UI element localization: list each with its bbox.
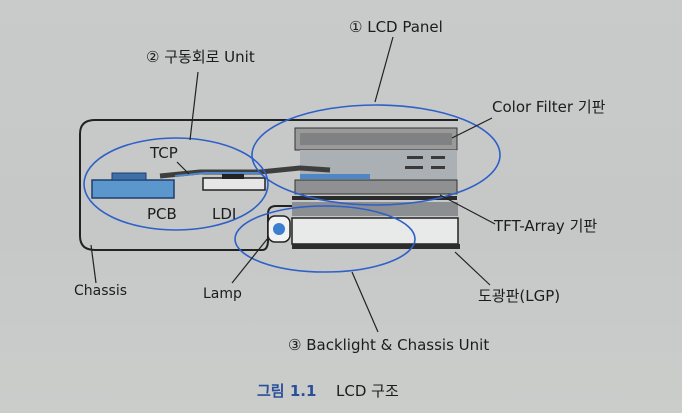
optical-sheets bbox=[292, 202, 458, 216]
lamp-tube bbox=[273, 223, 285, 235]
pcb-board bbox=[91, 179, 175, 199]
leader-drive-unit bbox=[189, 71, 199, 141]
label-pcb: PCB bbox=[147, 205, 177, 223]
panel-black-strip bbox=[292, 196, 457, 200]
panel-pad-2 bbox=[431, 156, 445, 159]
figure-title: LCD 구조 bbox=[336, 382, 399, 400]
label-lamp: Lamp bbox=[203, 286, 242, 302]
tcp-film-blue bbox=[174, 172, 260, 177]
ldi-bump bbox=[222, 174, 244, 179]
label-backlight-unit: ③ Backlight & Chassis Unit bbox=[288, 336, 490, 354]
reflector-sheet bbox=[292, 244, 460, 249]
panel-pad-4 bbox=[431, 166, 445, 169]
label-tft-array: TFT-Array 기판 bbox=[494, 217, 598, 235]
leader-tcp bbox=[176, 161, 190, 175]
lcd-panel-ellipse bbox=[251, 104, 501, 206]
leader-lamp bbox=[231, 237, 269, 284]
label-ldi: LDI bbox=[212, 205, 237, 223]
label-color-filter: Color Filter 기판 bbox=[492, 98, 606, 116]
light-guide-plate bbox=[291, 217, 459, 245]
chassis-outline bbox=[79, 119, 458, 251]
label-lcd-panel: ① LCD Panel bbox=[349, 18, 443, 36]
leader-lgp bbox=[454, 251, 491, 286]
figure-number: 그림 1.1 bbox=[257, 382, 317, 400]
ldi-chip bbox=[202, 177, 266, 191]
leader-color-filter bbox=[451, 117, 493, 139]
leader-tft-array bbox=[439, 194, 496, 225]
label-chassis: Chassis bbox=[74, 283, 127, 299]
drive-unit-ellipse bbox=[83, 137, 269, 231]
pcb-component bbox=[111, 172, 147, 181]
label-drive-unit: ② 구동회로 Unit bbox=[146, 48, 255, 66]
tft-array-substrate bbox=[294, 179, 458, 195]
panel-pad-3 bbox=[405, 166, 423, 169]
label-lgp: 도광판(LGP) bbox=[478, 287, 561, 305]
backlight-ellipse bbox=[234, 205, 416, 273]
color-filter-layer bbox=[300, 133, 452, 145]
panel-blue-strip bbox=[300, 174, 370, 179]
leader-chassis bbox=[90, 244, 97, 284]
leader-backlight bbox=[351, 271, 379, 333]
leader-lcd-panel bbox=[374, 36, 394, 103]
panel-pad-1 bbox=[407, 156, 423, 159]
label-tcp: TCP bbox=[150, 144, 178, 162]
